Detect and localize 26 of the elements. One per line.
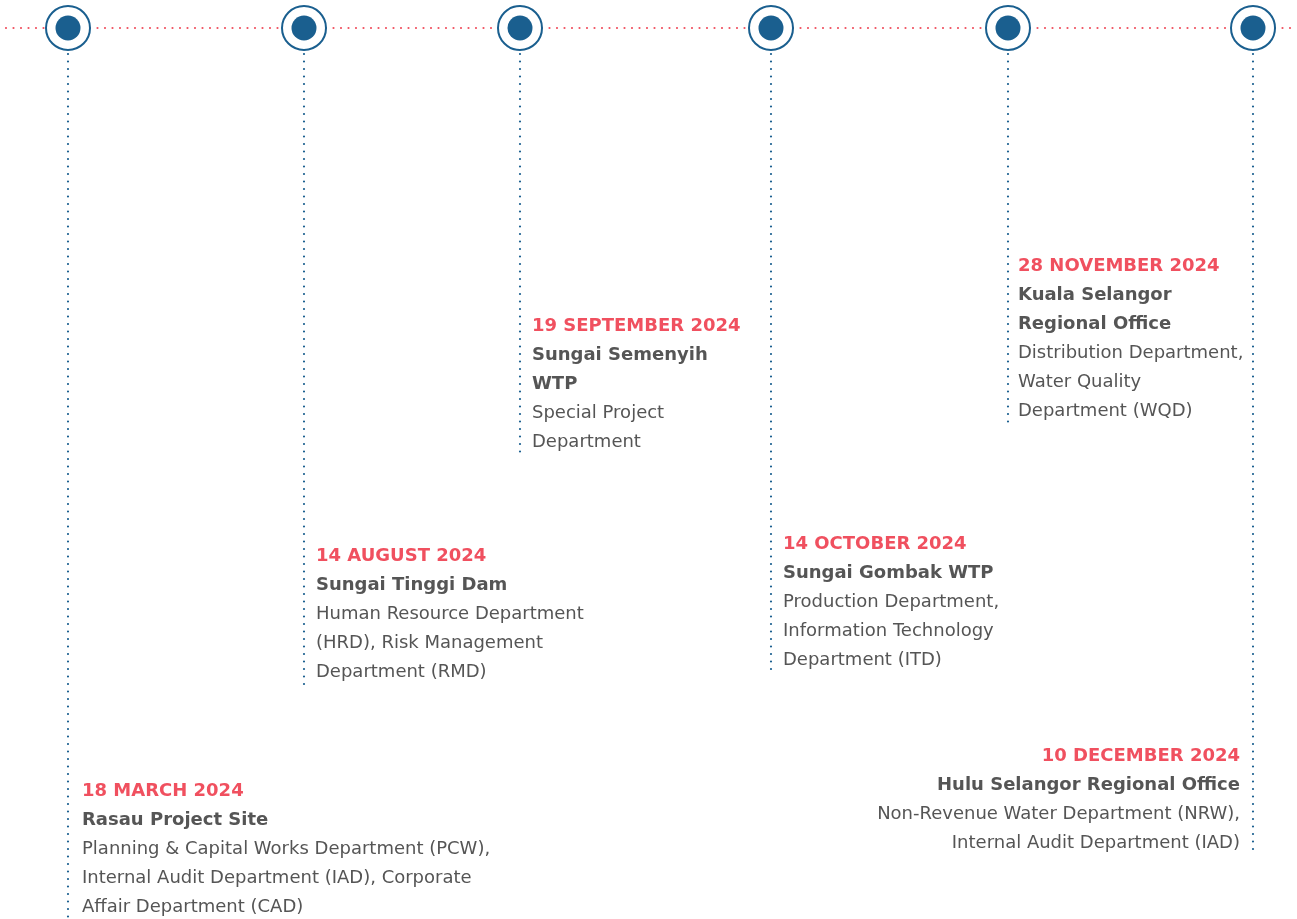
- site-name: Sungai Gombak WTP: [783, 560, 995, 584]
- department-list: Planning & Capital Works Department (PCW), Internal Audit Department (IAD), Corporate Affair Department (CAD): [82, 833, 502, 919]
- site-name: Rasau Project Site: [82, 807, 270, 831]
- timeline-marker: [281, 5, 327, 51]
- department-list: Non-Revenue Water Department (NRW), Internal Audit Department (IAD): [860, 798, 1240, 856]
- milestone-date: 10 DECEMBER 2024: [1040, 743, 1240, 767]
- timeline-marker: [1230, 5, 1276, 51]
- milestone-date: 19 SEPTEMBER 2024: [532, 313, 742, 337]
- site-name: Sungai Tinggi Dam: [316, 572, 509, 596]
- department-list: Human Resource Department (HRD), Risk Management Department (RMD): [316, 598, 616, 685]
- site-name: Kuala Selangor Regional Office: [1018, 282, 1173, 335]
- timeline-marker: [45, 5, 91, 51]
- timeline-marker: [748, 5, 794, 51]
- department-list: Distribution Department, Water Quality Department (WQD): [1018, 337, 1248, 424]
- milestone-date: 18 MARCH 2024: [82, 778, 245, 802]
- dotted-line: [302, 52, 306, 687]
- site-name: Sungai Semenyih WTP: [532, 342, 709, 395]
- department-list: Production Department, Information Technology Department (ITD): [783, 586, 1063, 673]
- timeline-marker: [985, 5, 1031, 51]
- department-list: Special Project Department: [532, 397, 742, 455]
- milestone-date: 14 OCTOBER 2024: [783, 531, 968, 555]
- site-name: Hulu Selangor Regional Office: [936, 772, 1240, 796]
- timeline-marker: [497, 5, 543, 51]
- dotted-line: [66, 52, 70, 919]
- milestone-date: 28 NOVEMBER 2024: [1018, 253, 1221, 277]
- milestone-date: 14 AUGUST 2024: [316, 543, 488, 567]
